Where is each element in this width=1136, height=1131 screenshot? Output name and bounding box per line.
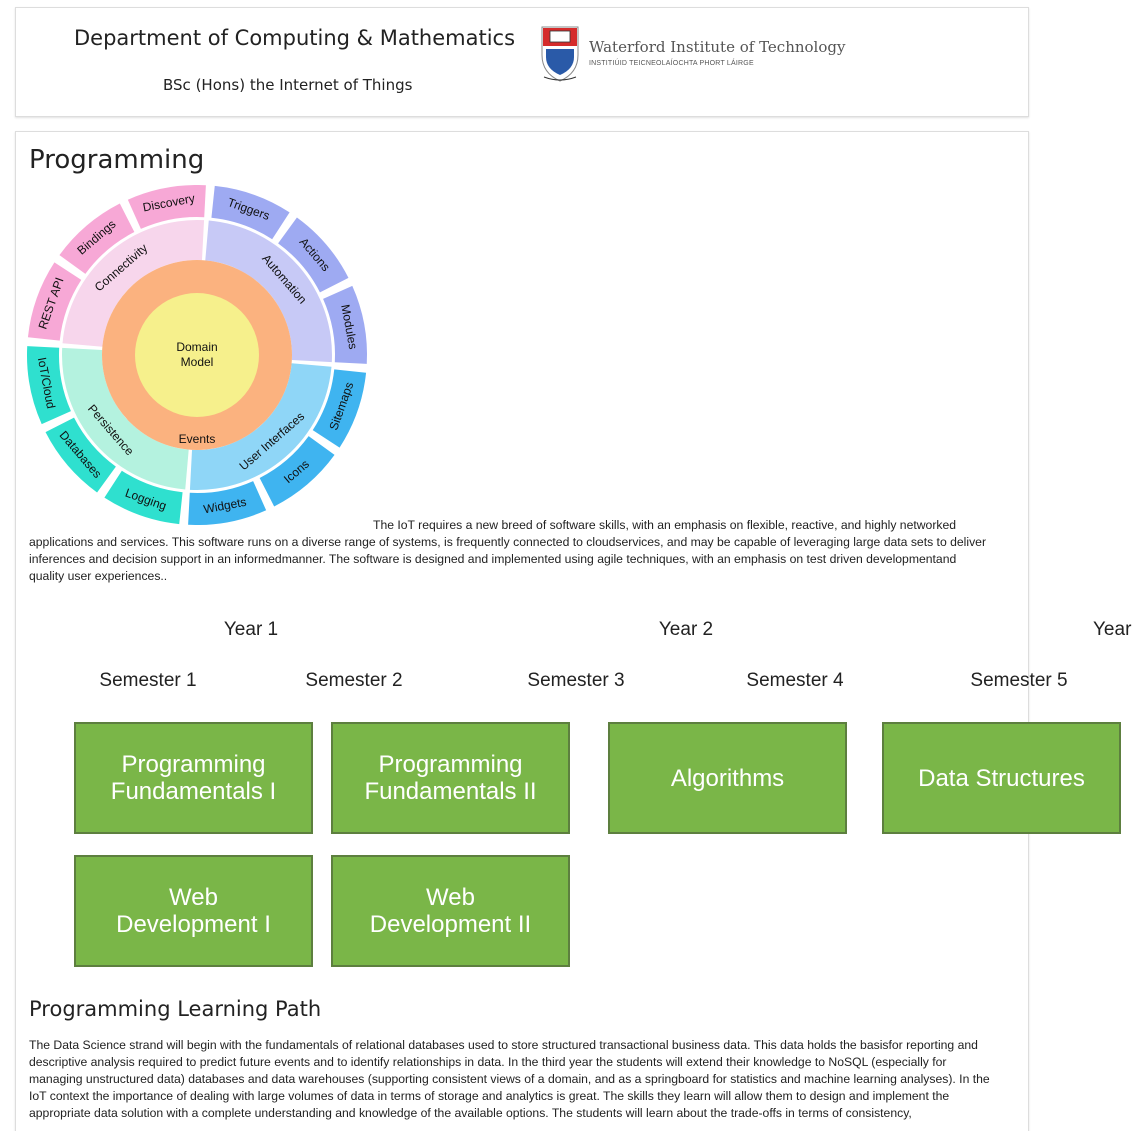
- wheel-tab: [104, 470, 183, 525]
- wheel-segment: [189, 363, 332, 491]
- learning-path-text: The Data Science strand will begin with …: [29, 1038, 990, 1120]
- semester-label: Semester 5: [970, 670, 1068, 691]
- wit-crest-logo: [541, 26, 579, 82]
- wheel-tab: [323, 285, 367, 364]
- wheel-tab: [211, 185, 290, 240]
- year-label: Year: [1093, 619, 1132, 640]
- year-label: Year 2: [658, 619, 714, 640]
- wheel-tab: [278, 217, 349, 293]
- programme-title: BSc (Hons) the Internet of Things: [163, 76, 413, 94]
- semester-label: Semester 4: [746, 670, 844, 691]
- institute-name: Waterford Institute of Technology: [589, 38, 846, 56]
- semester-label: Semester 2: [305, 670, 403, 691]
- wheel-tab: [27, 346, 71, 425]
- wheel-tab: [259, 436, 335, 507]
- wheel-tab: [59, 203, 135, 274]
- year-label: Year 1: [223, 619, 279, 640]
- section-title: Programming: [29, 145, 205, 175]
- course-programming-fundamentals-2[interactable]: Programming Fundamentals II: [331, 722, 570, 834]
- domain-model-label: Model: [181, 355, 214, 369]
- domain-model-label: Domain: [176, 340, 217, 354]
- domain-model-core: [135, 293, 259, 417]
- wheel-tab: [27, 262, 82, 341]
- department-title: Department of Computing & Mathematics: [74, 26, 516, 50]
- wheel-tab: [312, 369, 367, 448]
- wheel-tab: [188, 481, 267, 525]
- institute-irish-name: INSTITIÚID TEICNEOLAÍOCHTA PHORT LÁIRGE: [589, 60, 754, 67]
- learning-path-title: Programming Learning Path: [29, 997, 322, 1021]
- course-web-development-1[interactable]: Web Development I: [74, 855, 313, 967]
- course-programming-fundamentals-1[interactable]: Programming Fundamentals I: [74, 722, 313, 834]
- wheel-segment: [61, 347, 189, 490]
- semester-label: Semester 3: [527, 670, 625, 691]
- header-card: Department of Computing & Mathematics BS…: [15, 7, 1029, 117]
- semester-label: Semester 1: [99, 670, 197, 691]
- programming-intro: The IoT requires a new breed of software…: [29, 518, 987, 583]
- events-label: Events: [179, 432, 216, 446]
- course-algorithms[interactable]: Algorithms: [608, 722, 847, 834]
- wheel-tab: [127, 185, 206, 229]
- wheel-segment: [62, 219, 205, 347]
- wheel-tab: [45, 417, 116, 493]
- course-data-structures[interactable]: Data Structures: [882, 722, 1121, 834]
- wheel-segment: [205, 220, 332, 363]
- course-web-development-2[interactable]: Web Development II: [331, 855, 570, 967]
